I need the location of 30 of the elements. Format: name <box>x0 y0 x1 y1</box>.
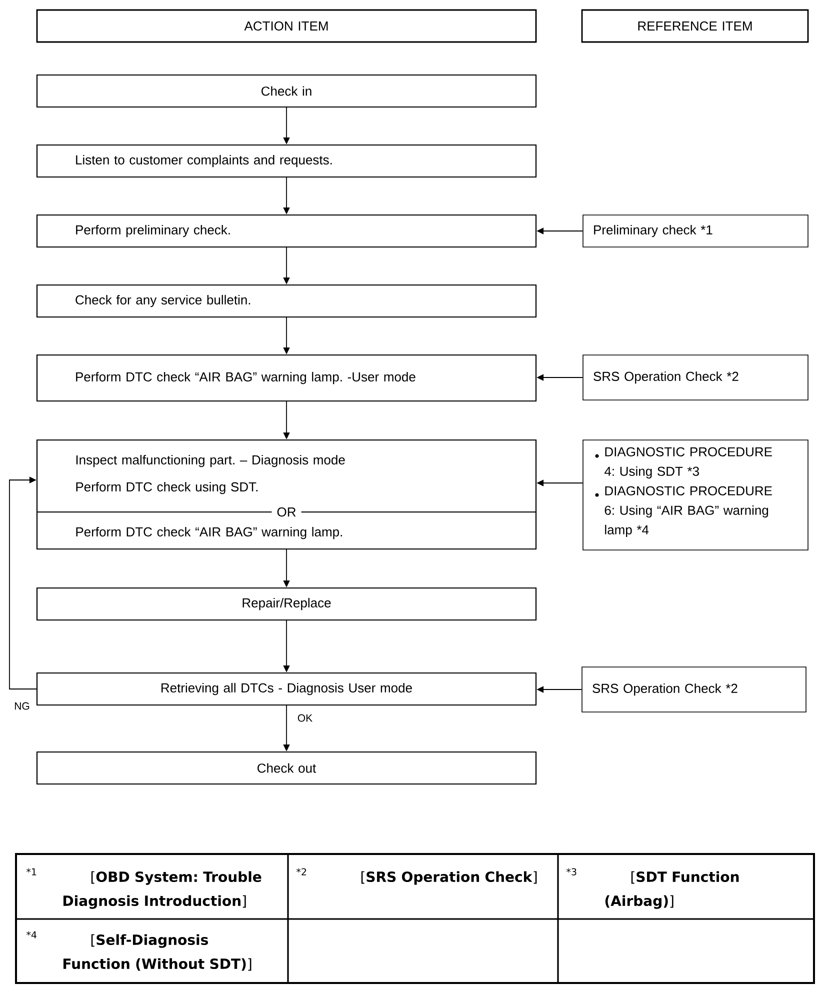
process-box: Check in <box>36 74 537 108</box>
reference-title: [OBD System: Trouble Diagnosis Introduction] <box>63 871 262 909</box>
edge-label: NG <box>13 701 31 711</box>
reference-title: [SRS Operation Check] <box>361 871 537 885</box>
step-text: Perform DTC check using SDT. <box>76 482 258 494</box>
reference-box: SRS Operation Check *2 <box>582 666 806 712</box>
process-box: Repair/Replace <box>36 587 537 621</box>
step-text: Perform DTC check “AIR BAG” warning lamp. <box>76 526 342 540</box>
reference-text: DIAGNOSTIC PROCEDURE 4: Using SDT *3 <box>604 447 772 478</box>
header-box: ACTION ITEM <box>36 9 537 43</box>
header-box: REFERENCE ITEM <box>581 9 809 43</box>
reference-title: [Self-Diagnosis Function (Without SDT)] <box>63 934 252 971</box>
step-text: Inspect malfunctioning part. – Diagnosis mode <box>76 454 345 468</box>
footnote-mark: *2 <box>296 868 306 876</box>
reference-text: DIAGNOSTIC PROCEDURE 6: Using “AIR BAG” warning lamp *4 <box>604 486 772 537</box>
process-box: Perform DTC check “AIR BAG” warning lamp. -User mode <box>36 354 537 402</box>
process-box: Perform preliminary check. <box>36 214 537 248</box>
footnote-mark: *1 <box>26 868 36 876</box>
arrow <box>9 476 37 690</box>
footnote-mark: *3 <box>566 868 576 876</box>
reference-box: Preliminary check *1 <box>582 214 808 248</box>
edge-label: OK <box>296 713 314 723</box>
process-box: Check for any service bulletin. <box>36 284 537 318</box>
process-box: Listen to customer complaints and requests. <box>36 144 537 178</box>
reference-box: SRS Operation Check *2 <box>582 354 808 400</box>
footnote-mark: *4 <box>26 931 36 938</box>
process-box: Check out <box>36 751 537 785</box>
reference-title: [SDT Function (Airbag)] <box>605 871 739 909</box>
process-box: Retrieving all DTCs - Diagnosis User mode <box>36 672 537 706</box>
or-label: OR <box>272 506 302 518</box>
